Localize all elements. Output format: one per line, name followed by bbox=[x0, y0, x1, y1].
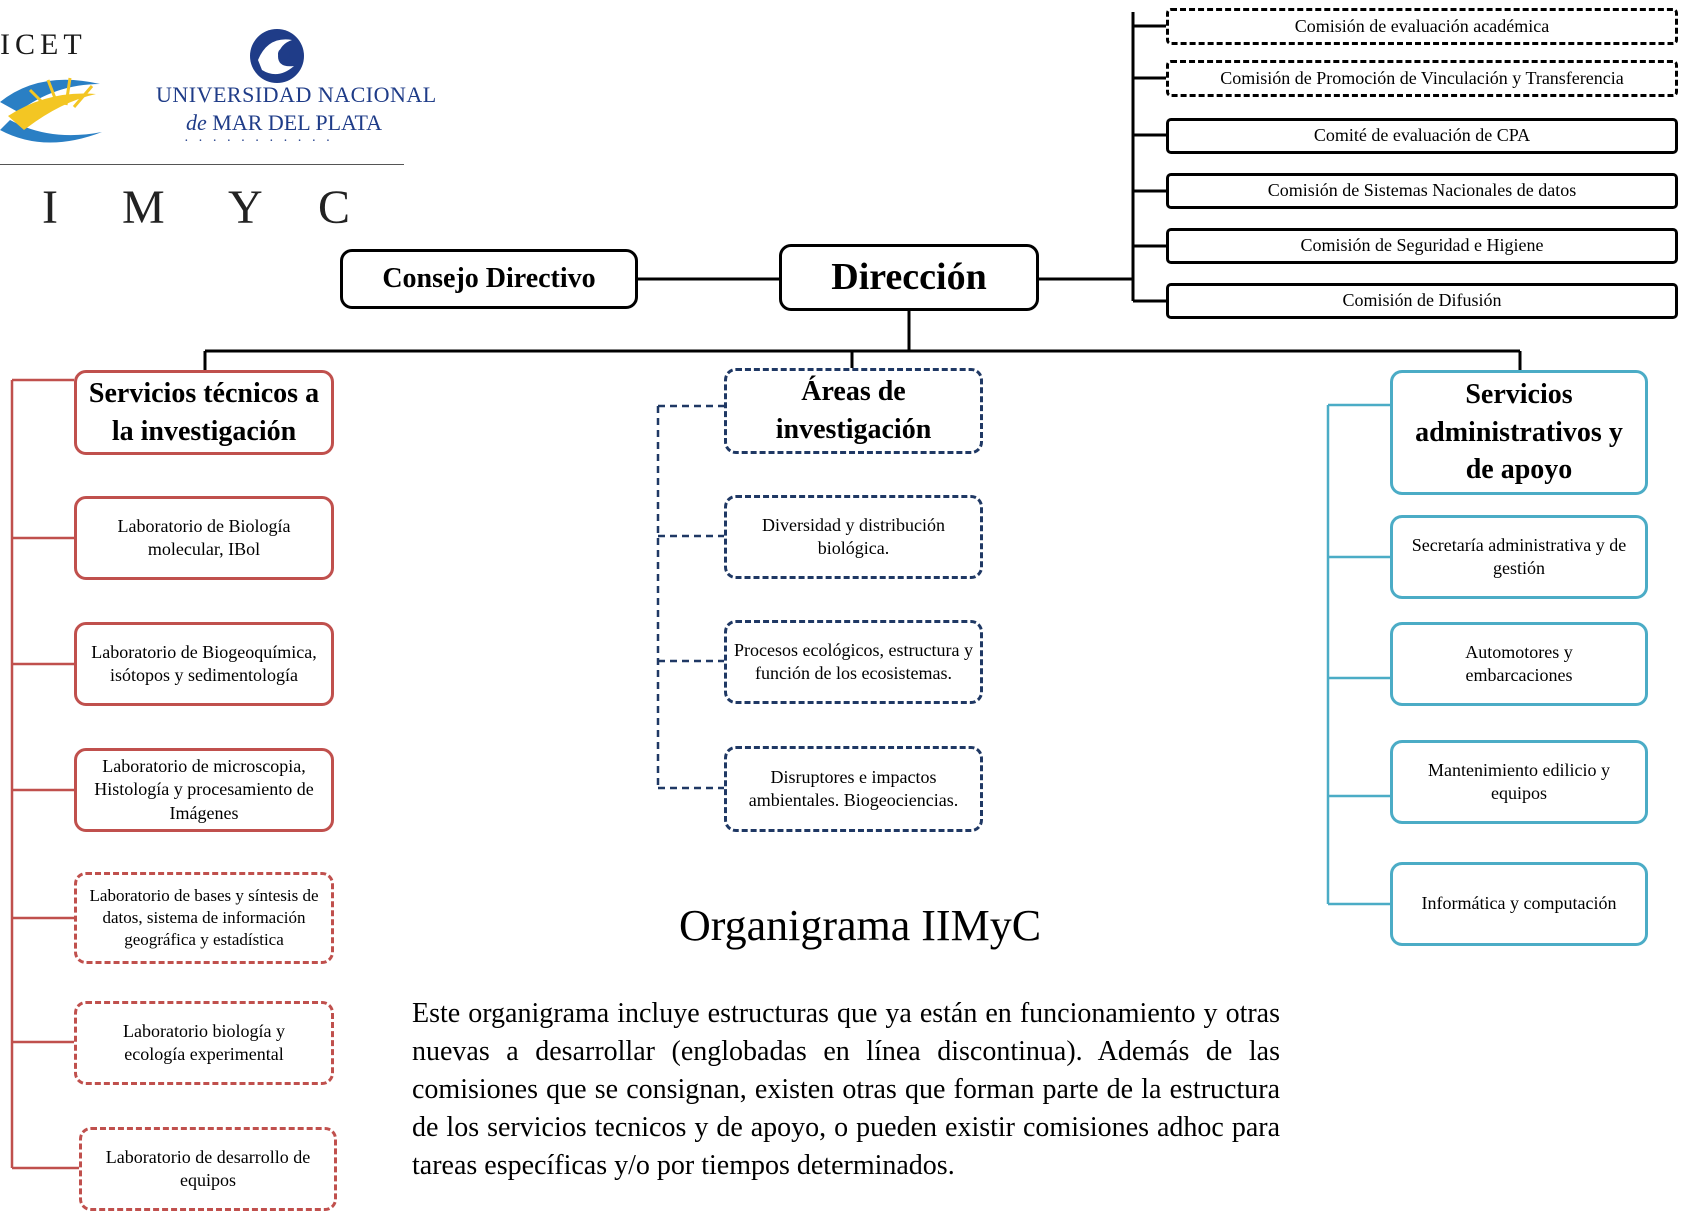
admin-box: Mantenimiento edilicio y equipos bbox=[1390, 740, 1648, 824]
areas-investigacion-header: Áreas de investigación bbox=[724, 368, 983, 454]
direccion-box: Dirección bbox=[779, 244, 1039, 311]
lab-box: Laboratorio de desarrollo de equipos bbox=[79, 1127, 337, 1211]
comision-box: Comisión de Difusión bbox=[1166, 283, 1678, 319]
lab-box: Laboratorio biología y ecología experime… bbox=[74, 1001, 334, 1085]
servicios-admin-header: Servicios administrativos y de apoyo bbox=[1390, 370, 1648, 495]
lab-box: Laboratorio de Biogeoquímica, isótopos y… bbox=[74, 622, 334, 706]
logo-divider bbox=[0, 164, 404, 165]
unmdp-line2: de MAR DEL PLATA bbox=[186, 110, 382, 136]
acronym-letter: M bbox=[122, 181, 165, 234]
lab-box: Laboratorio de microscopia, Histología y… bbox=[74, 748, 334, 832]
unmdp-de: de bbox=[186, 110, 207, 135]
comision-box: Comité de evaluación de CPA bbox=[1166, 118, 1678, 154]
comision-box: Comisión de evaluación académica bbox=[1166, 8, 1678, 45]
admin-box: Informática y computación bbox=[1390, 862, 1648, 946]
explanatory-note: Este organigrama incluye estructuras que… bbox=[412, 998, 1280, 1181]
admin-box: Automotores y embarcaciones bbox=[1390, 622, 1648, 706]
consejo-directivo-box: Consejo Directivo bbox=[340, 249, 638, 309]
unmdp-mdp: MAR DEL PLATA bbox=[212, 110, 383, 135]
comision-box: Comisión de Sistemas Nacionales de datos bbox=[1166, 173, 1678, 209]
lab-box: Laboratorio de Biología molecular, IBol bbox=[74, 496, 334, 580]
acronym-letter: I bbox=[42, 181, 58, 234]
unmdp-line1: UNIVERSIDAD NACIONAL bbox=[156, 82, 437, 107]
conicet-emblem bbox=[0, 77, 102, 143]
comision-box: Comisión de Promoción de Vinculación y T… bbox=[1166, 60, 1678, 97]
conicet-logo-text: ICET bbox=[0, 28, 87, 61]
lab-box: Laboratorio de bases y síntesis de datos… bbox=[74, 872, 334, 964]
area-box: Diversidad y distribución biológica. bbox=[724, 495, 983, 579]
area-box: Procesos ecológicos, estructura y funció… bbox=[724, 620, 983, 704]
acronym-letter: Y bbox=[228, 181, 263, 234]
admin-box: Secretaría administrativa y de gestión bbox=[1390, 515, 1648, 599]
comision-box: Comisión de Seguridad e Higiene bbox=[1166, 228, 1678, 264]
unmdp-dots: · · · · · · · · · · · bbox=[184, 134, 334, 149]
area-box: Disruptores e impactos ambientales. Biog… bbox=[724, 746, 983, 832]
servicios-tecnicos-header: Servicios técnicos a la investigación bbox=[74, 370, 334, 455]
acronym-letter: C bbox=[318, 181, 351, 234]
diagram-title: Organigrama IIMyC bbox=[678, 901, 1042, 950]
unmdp-wave-icon bbox=[250, 29, 304, 83]
